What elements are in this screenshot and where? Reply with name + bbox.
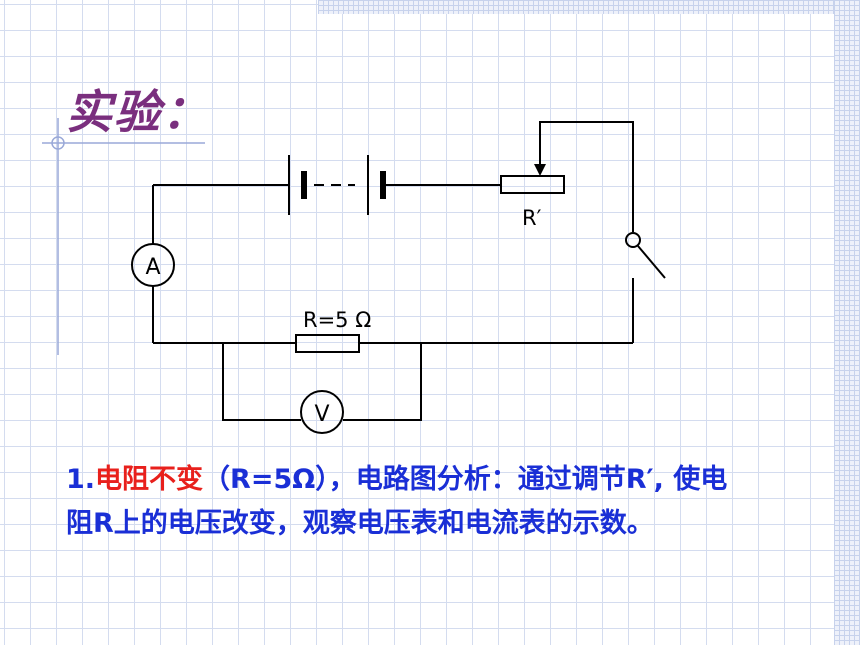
rheostat-slider-wire (539, 121, 634, 232)
slide-title: 实验： (66, 85, 210, 139)
highlight-text: 电阻不变 (95, 464, 204, 495)
switch-lever (637, 245, 666, 279)
ammeter-label: A (145, 255, 160, 280)
wire (343, 343, 422, 421)
corner-circle-icon (51, 136, 65, 150)
top-decorative-band (318, 0, 860, 14)
switch-pivot (625, 232, 641, 248)
voltmeter-label: V (314, 402, 329, 427)
rheostat-label: R′ (522, 206, 542, 230)
rheostat-arrow-icon (534, 164, 546, 176)
experiment-description: 1.电阻不变（R=5Ω），电路图分析：通过调节R′, 使电阻R上的电压改变，观察… (66, 458, 746, 546)
rheostat-body (500, 175, 565, 194)
description-text: （R=5Ω），电路图分析：通过调节R′, 使电阻R上的电压改变，观察电压表和电流… (66, 464, 728, 539)
item-number: 1. (66, 464, 96, 495)
wire (222, 343, 301, 421)
resistor-body (295, 334, 360, 353)
resistor-label: R=5 Ω (303, 308, 371, 332)
right-decorative-band (834, 0, 860, 645)
voltmeter (300, 390, 344, 434)
